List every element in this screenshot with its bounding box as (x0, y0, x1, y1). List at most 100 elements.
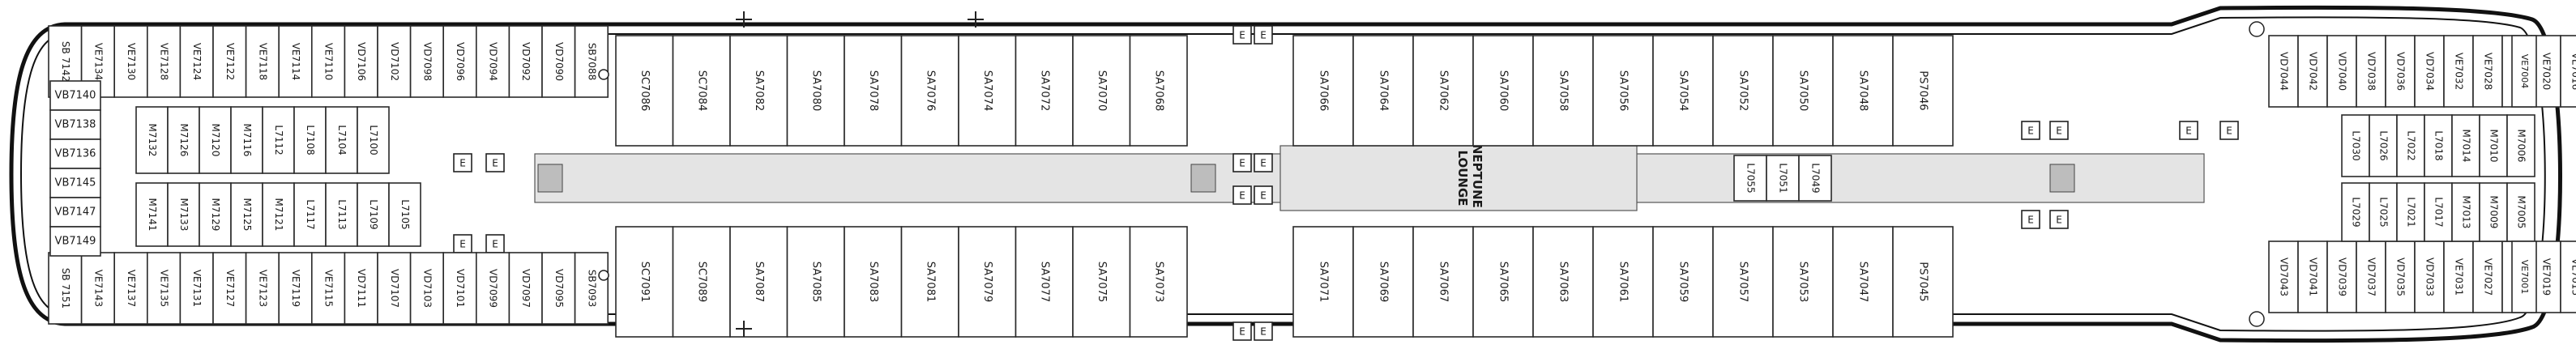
cabin-sa7064[interactable]: SA7064 (1352, 35, 1414, 147)
cabin-vb7147[interactable]: VB7147 (49, 197, 101, 228)
cabin-sa7056[interactable]: SA7056 (1592, 35, 1654, 147)
cabin-vd7033[interactable]: VD7033 (2414, 240, 2445, 313)
cabin-sa7061[interactable]: SA7061 (1592, 226, 1654, 338)
cabin-ve7032[interactable]: VE7032 (2443, 35, 2474, 108)
cabin-vd7038[interactable]: VD7038 (2356, 35, 2386, 108)
cabin-vd7097[interactable]: VD7097 (508, 252, 543, 325)
cabin-sa7070[interactable]: SA7070 (1072, 35, 1131, 147)
cabin-l7018[interactable]: L7018 (2424, 114, 2453, 177)
cabin-sa7065[interactable]: SA7065 (1472, 226, 1534, 338)
cabin-m7132[interactable]: M7132 (135, 106, 169, 174)
cabin-l7100[interactable]: L7100 (357, 106, 390, 174)
cabin-ve7123[interactable]: VE7123 (245, 252, 280, 325)
cabin-vd7102[interactable]: VD7102 (377, 25, 412, 98)
cabin-ve7015[interactable]: VE7015 (2560, 240, 2576, 313)
cabin-ve7031[interactable]: VE7031 (2443, 240, 2474, 313)
cabin-m7006[interactable]: M7006 (2506, 114, 2535, 177)
cabin-m7009[interactable]: M7009 (2479, 182, 2508, 242)
cabin-vd7094[interactable]: VD7094 (475, 25, 511, 98)
cabin-l7021[interactable]: L7021 (2396, 182, 2425, 242)
cabin-sa7081[interactable]: SA7081 (900, 226, 959, 338)
cabin-sb7088[interactable]: SB7088 (574, 25, 609, 98)
cabin-l7104[interactable]: L7104 (325, 106, 358, 174)
cabin-m7005[interactable]: M7005 (2506, 182, 2535, 242)
cabin-vd7092[interactable]: VD7092 (508, 25, 543, 98)
cabin-l7029[interactable]: L7029 (2341, 182, 2370, 242)
cabin-ve7131[interactable]: VE7131 (179, 252, 214, 325)
cabin-ve7115[interactable]: VE7115 (310, 252, 346, 325)
cabin-vb7145[interactable]: VB7145 (49, 168, 101, 198)
cabin-sa7052[interactable]: SA7052 (1712, 35, 1774, 147)
cabin-vd7090[interactable]: VD7090 (541, 25, 576, 98)
cabin-l7051[interactable]: L7051 (1766, 155, 1800, 202)
cabin-sc7086[interactable]: SC7086 (615, 35, 674, 147)
cabin-vd7034[interactable]: VD7034 (2414, 35, 2445, 108)
cabin-vd7039[interactable]: VD7039 (2326, 240, 2357, 313)
cabin-sa7054[interactable]: SA7054 (1652, 35, 1714, 147)
cabin-sa7082[interactable]: SA7082 (729, 35, 788, 147)
cabin-ve7122[interactable]: VE7122 (212, 25, 247, 98)
cabin-vd7035[interactable]: VD7035 (2385, 240, 2416, 313)
cabin-l7112[interactable]: L7112 (262, 106, 295, 174)
cabin-m7121[interactable]: M7121 (262, 182, 295, 247)
cabin-ve7110[interactable]: VE7110 (310, 25, 346, 98)
cabin-vd7096[interactable]: VD7096 (442, 25, 477, 98)
cabin-sa7066[interactable]: SA7066 (1292, 35, 1354, 147)
cabin-vd7044[interactable]: VD7044 (2268, 35, 2299, 108)
cabin-vb7149[interactable]: VB7149 (49, 226, 101, 257)
cabin-l7049[interactable]: L7049 (1798, 155, 1832, 202)
cabin-sa7058[interactable]: SA7058 (1532, 35, 1594, 147)
cabin-vd7106[interactable]: VD7106 (344, 25, 378, 98)
cabin-sa7067[interactable]: SA7067 (1412, 226, 1474, 338)
cabin-sc7091[interactable]: SC7091 (615, 226, 674, 338)
cabin-sb7093[interactable]: SB7093 (574, 252, 609, 325)
cabin-vd7036[interactable]: VD7036 (2385, 35, 2416, 108)
cabin-ps7046[interactable]: PS7046 (1892, 35, 1954, 147)
cabin-m7125[interactable]: M7125 (230, 182, 263, 247)
cabin-sa7063[interactable]: SA7063 (1532, 226, 1594, 338)
cabin-sa7059[interactable]: SA7059 (1652, 226, 1714, 338)
cabin-l7025[interactable]: L7025 (2369, 182, 2398, 242)
cabin-vd7037[interactable]: VD7037 (2356, 240, 2386, 313)
cabin-l7026[interactable]: L7026 (2369, 114, 2398, 177)
cabin-l7030[interactable]: L7030 (2341, 114, 2370, 177)
cabin-l7113[interactable]: L7113 (325, 182, 358, 247)
cabin-ve7128[interactable]: VE7128 (147, 25, 182, 98)
cabin-sa7053[interactable]: SA7053 (1772, 226, 1834, 338)
cabin-sa7087[interactable]: SA7087 (729, 226, 788, 338)
cabin-sa7060[interactable]: SA7060 (1472, 35, 1534, 147)
cabin-m7129[interactable]: M7129 (199, 182, 232, 247)
cabin-l7117[interactable]: L7117 (293, 182, 327, 247)
cabin-m7014[interactable]: M7014 (2451, 114, 2480, 177)
cabin-m7120[interactable]: M7120 (199, 106, 232, 174)
cabin-ve7124[interactable]: VE7124 (179, 25, 214, 98)
cabin-sa7072[interactable]: SA7072 (1015, 35, 1074, 147)
cabin-ve7001[interactable]: VE7001 (2511, 240, 2537, 313)
cabin-sa7074[interactable]: SA7074 (958, 35, 1017, 147)
cabin-sb7151[interactable]: SB 7151 (48, 252, 83, 325)
cabin-sa7085[interactable]: SA7085 (786, 226, 845, 338)
cabin-sa7062[interactable]: SA7062 (1412, 35, 1474, 147)
cabin-l7105[interactable]: L7105 (388, 182, 421, 247)
cabin-vd7042[interactable]: VD7042 (2297, 35, 2328, 108)
cabin-sa7077[interactable]: SA7077 (1015, 226, 1074, 338)
cabin-sa7068[interactable]: SA7068 (1129, 35, 1188, 147)
cabin-sa7048[interactable]: SA7048 (1832, 35, 1894, 147)
cabin-vb7138[interactable]: VB7138 (49, 109, 101, 140)
cabin-sa7080[interactable]: SA7080 (786, 35, 845, 147)
cabin-vb7136[interactable]: VB7136 (49, 138, 101, 169)
cabin-m7141[interactable]: M7141 (135, 182, 169, 247)
cabin-vd7043[interactable]: VD7043 (2268, 240, 2299, 313)
cabin-l7017[interactable]: L7017 (2424, 182, 2453, 242)
cabin-ve7135[interactable]: VE7135 (147, 252, 182, 325)
cabin-sa7076[interactable]: SA7076 (900, 35, 959, 147)
cabin-ve7114[interactable]: VE7114 (278, 25, 313, 98)
cabin-vd7095[interactable]: VD7095 (541, 252, 576, 325)
cabin-sa7078[interactable]: SA7078 (844, 35, 903, 147)
cabin-l7109[interactable]: L7109 (357, 182, 390, 247)
cabin-sa7079[interactable]: SA7079 (958, 226, 1017, 338)
cabin-ve7137[interactable]: VE7137 (113, 252, 148, 325)
cabin-sc7089[interactable]: SC7089 (672, 226, 731, 338)
cabin-sa7057[interactable]: SA7057 (1712, 226, 1774, 338)
cabin-ve7127[interactable]: VE7127 (212, 252, 247, 325)
